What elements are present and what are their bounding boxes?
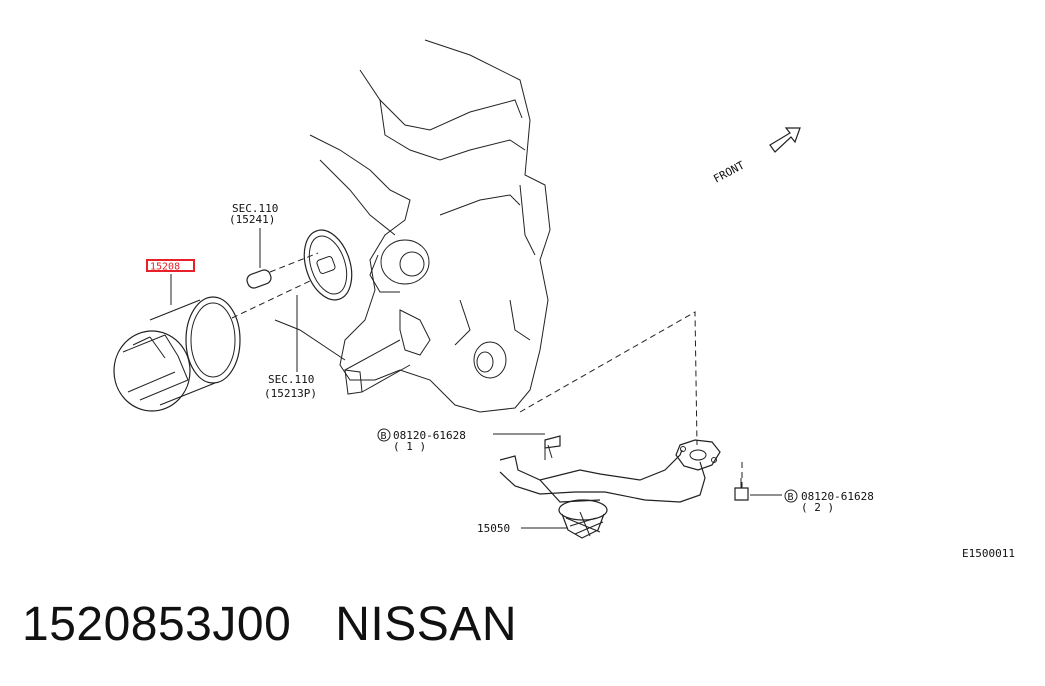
bolt1-qty: ( 1 ) [393, 440, 426, 453]
bolt2-qty: ( 2 ) [801, 501, 834, 514]
sec110-bottom-code: (15213P) [264, 387, 317, 400]
sec110-bottom-label: SEC.110 [268, 373, 314, 386]
bolt-marker-2 [784, 489, 798, 503]
bolt-marker-1-text: B [381, 431, 387, 442]
caption: 1520853J00 NISSAN [22, 597, 517, 667]
sec110-top-label: SEC.110 [232, 202, 278, 215]
brand-name: NISSAN [335, 598, 517, 651]
filter-part-highlight[interactable]: 15208 [146, 259, 195, 273]
part-number: 1520853J00 [22, 598, 292, 651]
oil-filter [113, 296, 241, 412]
bolt-2 [734, 478, 749, 501]
filter-part-label: 15208 [150, 262, 180, 273]
front-label: FRONT [711, 158, 747, 185]
oil-strainer [499, 439, 721, 539]
front-arrow: FRONT [711, 127, 801, 186]
assembly-line [231, 279, 313, 319]
connector-stud [246, 269, 272, 289]
sec110-top-code: (15241) [229, 213, 275, 226]
figure-code: E1500011 [962, 547, 1015, 560]
parts-diagram: FRONT SEC.110 (15241) SEC.110 (15213P) 1… [113, 39, 1015, 560]
bolt-1 [544, 435, 561, 460]
bolt-marker-2-text: B [788, 492, 794, 503]
bolt2-ref: 08120-61628 [801, 490, 874, 503]
engine-block [274, 39, 551, 413]
bolt-marker-1 [377, 428, 391, 442]
strainer-part-label: 15050 [477, 522, 510, 535]
assembly-line [519, 311, 698, 446]
filter-mount-plate [303, 229, 353, 301]
bolt1-ref: 08120-61628 [393, 429, 466, 442]
assembly-line [269, 252, 319, 273]
